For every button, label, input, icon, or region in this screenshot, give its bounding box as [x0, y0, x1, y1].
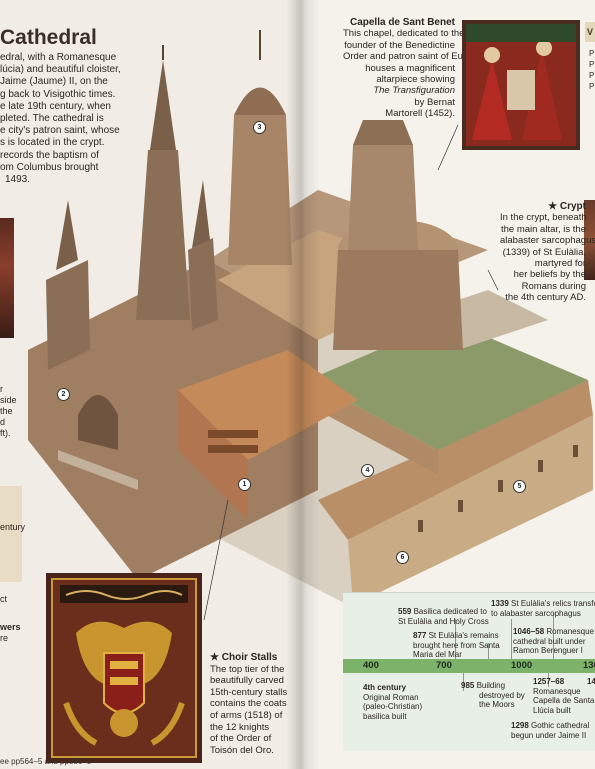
- timeline-tick: [511, 619, 512, 659]
- timeline-note: 985 Building destroyed by the Moors: [461, 681, 525, 710]
- cloister-wall: [348, 415, 593, 605]
- callout-crypt: ★ Crypt In the crypt, beneath the main a…: [500, 201, 595, 304]
- timeline-note: 559 Basilica dedicated to St Eulàlia and…: [398, 607, 489, 626]
- left-spire: [56, 200, 78, 270]
- timeline-year: 1000: [511, 660, 533, 671]
- timeline-tick: [455, 619, 456, 659]
- cathedral-cutaway-illustration: [28, 30, 593, 620]
- timeline-tick: [548, 673, 549, 687]
- history-timeline: 400 700 1000 130 559 Basilica dedicated …: [343, 592, 595, 751]
- choir-wall: [178, 390, 248, 520]
- timeline-year: 700: [436, 660, 452, 671]
- left-edge-photo: [0, 218, 14, 338]
- right-front-spire: [192, 180, 210, 248]
- right-edge-photo: [584, 200, 595, 280]
- marker-2: 2: [57, 388, 70, 401]
- stalls-leader-line: [203, 499, 229, 620]
- timeline-tick: [463, 673, 464, 691]
- marker-1: 1: [238, 478, 251, 491]
- choir-stalls: [208, 430, 258, 438]
- timeline-note: 4th century Original Roman (paleo-Christ…: [363, 683, 423, 721]
- timeline-year: 400: [363, 660, 379, 671]
- coat-of-arms-stall-image: [46, 573, 202, 763]
- crypt-leader-line: [487, 269, 499, 291]
- book-gutter-shadow: [286, 0, 320, 769]
- choir-stalls: [208, 445, 258, 453]
- callout-capella-sant-benet: Capella de Sant Benet This chapel, dedic…: [343, 17, 485, 120]
- bell-tower: [228, 115, 292, 265]
- left-sidebar-box: [0, 486, 22, 582]
- star-icon: ★: [548, 201, 558, 212]
- main-spire: [150, 60, 176, 150]
- timeline-year: 130: [583, 660, 595, 671]
- left-text-fragment: r side the d ft).: [0, 384, 17, 438]
- timeline-note: 1298 Gothic cathedral begun under Jaime …: [511, 721, 590, 740]
- right-edge-tab: V: [585, 22, 595, 42]
- lantern-tower: [348, 145, 418, 250]
- left-tower: [46, 260, 90, 370]
- right-front-tower: [188, 238, 218, 330]
- timeline-note: 1339 St Eulàlia's relics transferred to …: [491, 599, 595, 618]
- left-text-fragment-3: ct: [0, 594, 8, 604]
- star-icon: ★: [210, 652, 219, 663]
- page-footer: ee pp564–5 and pp586–8: [0, 757, 92, 766]
- timeline-tick: [553, 613, 554, 659]
- bell-tower-dome: [234, 87, 286, 115]
- timeline-note: 1257–68 Romanesque Capella de Santa Llúc…: [533, 677, 595, 715]
- cloister-garden: [308, 320, 588, 450]
- timeline-note: 877 St Eulàlia's remains brought here fr…: [413, 631, 500, 660]
- marker-6: 6: [396, 551, 409, 564]
- benet-leader-line: [437, 124, 459, 171]
- cloister-windows: [418, 445, 578, 532]
- timeline-note: 1046–58 Romanesque cathedral built under…: [513, 627, 594, 656]
- main-portal: [78, 395, 118, 450]
- front-steps: [58, 450, 138, 490]
- transfiguration-altarpiece-image: [462, 20, 580, 150]
- apse-walls: [333, 250, 463, 350]
- page-title: Cathedral: [0, 26, 97, 49]
- timeline-note: 14: [587, 677, 595, 686]
- timeline-bar: [343, 659, 595, 673]
- left-text-fragment-2: entury: [0, 522, 26, 532]
- intro-paragraph: edral, with a Romanesque lúcia) and beau…: [0, 52, 121, 186]
- main-spire-base: [136, 150, 190, 320]
- marker-4: 4: [361, 464, 374, 477]
- callout-choir-stalls: ★ Choir Stalls The top tier of the beaut…: [210, 652, 288, 756]
- callout-title: Capella de Sant Benet: [349, 17, 455, 28]
- lantern-top: [353, 120, 413, 145]
- right-edge-fragment: P P P P: [589, 49, 595, 91]
- marker-3: 3: [253, 121, 266, 134]
- timeline-tick: [488, 643, 489, 659]
- cloister-roof: [318, 380, 593, 540]
- marker-5: 5: [513, 480, 526, 493]
- left-text-fragment-4: wers re: [0, 622, 21, 643]
